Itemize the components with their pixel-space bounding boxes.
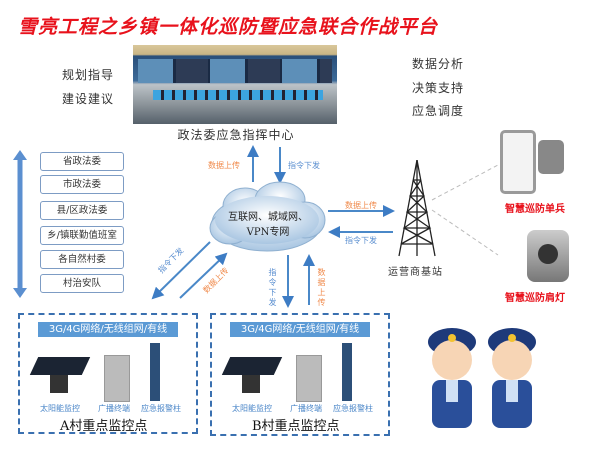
right-label: 数据分析 [412,57,465,71]
level-item: 村治安队 [40,274,124,293]
device-label: 太阳能监控 [232,404,272,413]
device-label: 广播终端 [290,404,322,413]
alarm-pillar-icon [342,343,352,401]
police-officers-illustration [428,328,536,428]
command-center-caption: 政法委应急指挥中心 [177,128,295,142]
command-down-label: 指令下发 [288,161,320,170]
device-label: 广播终端 [98,404,130,413]
alarm-pillar-icon [150,343,160,401]
command-center-photo [133,45,337,124]
command-down-label: 指令下发 [345,236,377,245]
device-label: 太阳能监控 [40,404,80,413]
command-down-label: 指令下发 [268,268,277,308]
broadcast-terminal-icon [104,355,130,402]
network-bar: 3G/4G网络/无线组网/有线 [230,322,370,337]
right-label: 应急调度 [412,104,465,118]
level-item: 各自然村委 [40,250,124,269]
data-upload-label: 数据上传 [345,201,377,210]
cloud-line-1: 互联网、城域网、 [228,212,308,223]
broadcast-terminal-icon [296,355,322,402]
data-upload-label: 数据上传 [208,161,240,170]
site-name: A村重点监控点 [60,419,148,434]
diagram-title: 雪亮工程之乡镇一体化巡防暨应急联合作战平台 [18,16,439,38]
cloud-label: 互联网、城域网、 VPN专网 [212,210,324,240]
solar-camera-icon [29,357,91,375]
body-camera-icon [538,140,564,174]
site-b-box: 3G/4G网络/无线组网/有线 太阳能监控 广播终端 应急报警柱 B村重点监控点 [210,313,390,436]
left-label: 建设建议 [62,92,115,106]
camera-icon [242,375,260,393]
cloud-line-2: VPN专网 [246,227,290,238]
site-a-box: 3G/4G网络/无线组网/有线 太阳能监控 广播终端 应急报警柱 A村重点监控点 [18,313,198,434]
device-label: 智慧巡防肩灯 [505,293,565,304]
device-label: 应急报警柱 [141,404,181,413]
shoulder-light-icon [527,230,569,282]
level-item: 省政法委 [40,152,124,171]
level-item: 乡/镇联勤值班室 [40,226,124,245]
phone-device-icon [500,130,536,194]
level-item: 县/区政法委 [40,201,124,220]
data-upload-label: 数据上传 [317,268,326,308]
network-cloud-icon [209,181,326,252]
hierarchy-double-arrow [13,150,27,298]
solar-camera-icon [221,357,283,375]
right-label: 决策支持 [412,81,465,95]
cell-tower-icon [398,160,436,257]
device-label: 应急报警柱 [333,404,373,413]
network-bar: 3G/4G网络/无线组网/有线 [38,322,178,337]
left-label: 规划指导 [62,68,115,82]
camera-icon [50,375,68,393]
level-item: 市政法委 [40,175,124,194]
site-name: B村重点监控点 [252,419,340,434]
device-label: 智慧巡防单兵 [505,204,565,215]
tower-label: 运营商基站 [388,267,443,278]
